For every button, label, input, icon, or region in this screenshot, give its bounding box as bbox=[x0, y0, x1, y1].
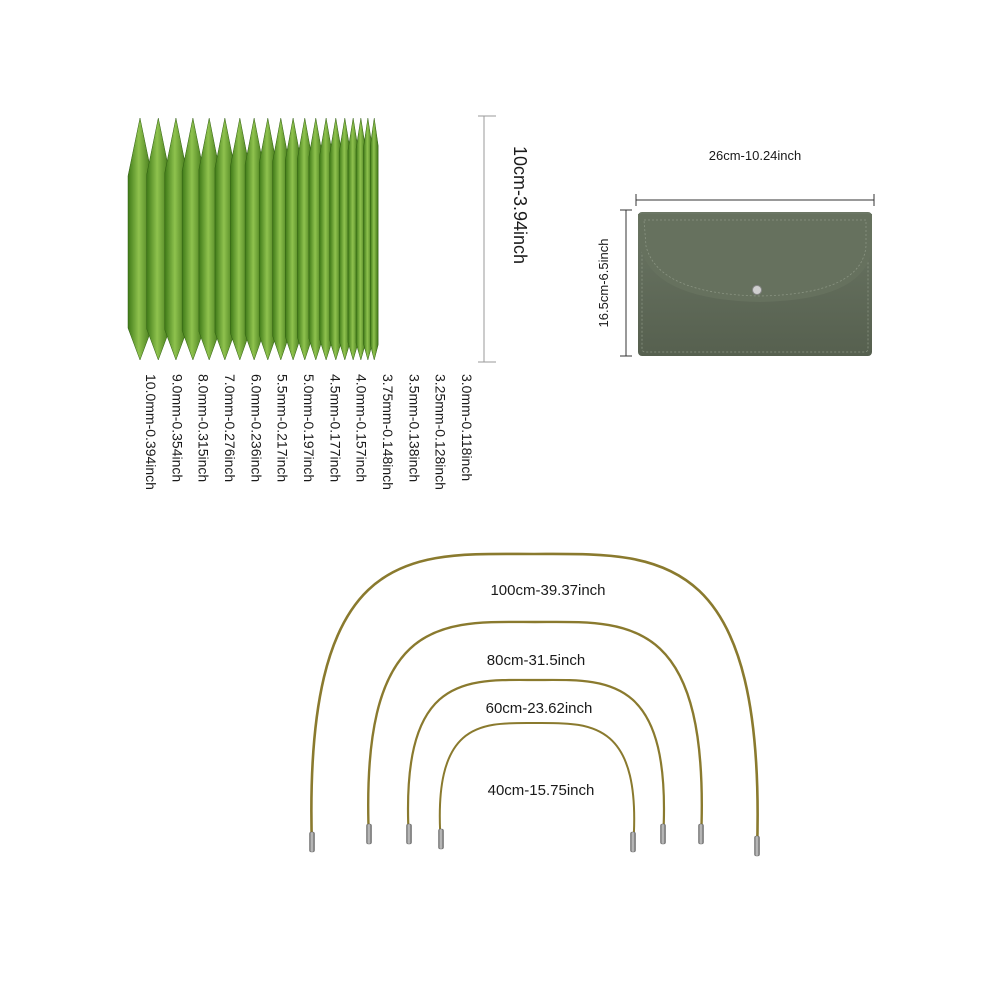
needle-size-label: 5.5mm-0.217inch bbox=[275, 374, 291, 482]
cable-label-100: 100cm-39.37inch bbox=[490, 582, 605, 599]
needle-size-label: 4.0mm-0.157inch bbox=[354, 374, 370, 482]
needle-size-label: 6.0mm-0.236inch bbox=[248, 374, 264, 482]
needle-size-label: 3.0mm-0.118inch bbox=[459, 374, 475, 481]
pouch-width-dimension: 26cm-10.24inch bbox=[635, 148, 875, 206]
cable-label-80: 80cm-31.5inch bbox=[487, 652, 585, 669]
cable-arc bbox=[310, 552, 759, 853]
pouch-height-label: 16.5cm-6.5inch bbox=[596, 239, 611, 328]
cable-connector bbox=[366, 823, 372, 845]
cable-set bbox=[309, 552, 760, 857]
needle-size-label: 10.0mm-0.394inch bbox=[143, 374, 159, 490]
cable-connector bbox=[660, 823, 666, 845]
cable-connector bbox=[698, 823, 704, 845]
pouch-width-label: 26cm-10.24inch bbox=[709, 148, 802, 163]
needle-size-label: 3.5mm-0.138inch bbox=[406, 374, 422, 482]
needle-size-label: 3.25mm-0.128inch bbox=[433, 374, 449, 490]
cable-label-40: 40cm-15.75inch bbox=[488, 782, 595, 799]
cable-connector bbox=[406, 823, 412, 845]
needle-size-labels: 10.0mm-0.394inch 9.0mm-0.354inch 8.0mm-0.3… bbox=[143, 374, 475, 490]
cable-connector bbox=[630, 831, 636, 853]
pouch-snap-button bbox=[752, 285, 762, 295]
cable-connector bbox=[309, 831, 315, 853]
needle-height-dimension: 10cm-3.94inch bbox=[478, 115, 530, 363]
cable-connector bbox=[754, 835, 760, 857]
needle-size-label: 8.0mm-0.315inch bbox=[196, 374, 212, 482]
needle-size-label: 3.75mm-0.148inch bbox=[380, 374, 396, 490]
needle-tip bbox=[370, 117, 379, 361]
needle-size-label: 5.0mm-0.197inch bbox=[301, 374, 317, 482]
storage-pouch bbox=[638, 212, 872, 356]
needle-size-label: 7.0mm-0.276inch bbox=[222, 374, 238, 482]
cable-label-60: 60cm-23.62inch bbox=[486, 700, 593, 717]
cable-connector bbox=[438, 828, 444, 850]
needle-size-label: 9.0mm-0.354inch bbox=[169, 374, 185, 482]
needle-set bbox=[127, 117, 379, 361]
pouch-height-dimension: 16.5cm-6.5inch bbox=[596, 209, 632, 357]
needle-size-label: 4.5mm-0.177inch bbox=[327, 374, 343, 482]
cable-arc bbox=[438, 721, 636, 849]
cable-arc bbox=[406, 678, 666, 841]
cable-arc bbox=[367, 620, 703, 841]
needle-height-label: 10cm-3.94inch bbox=[510, 146, 530, 264]
